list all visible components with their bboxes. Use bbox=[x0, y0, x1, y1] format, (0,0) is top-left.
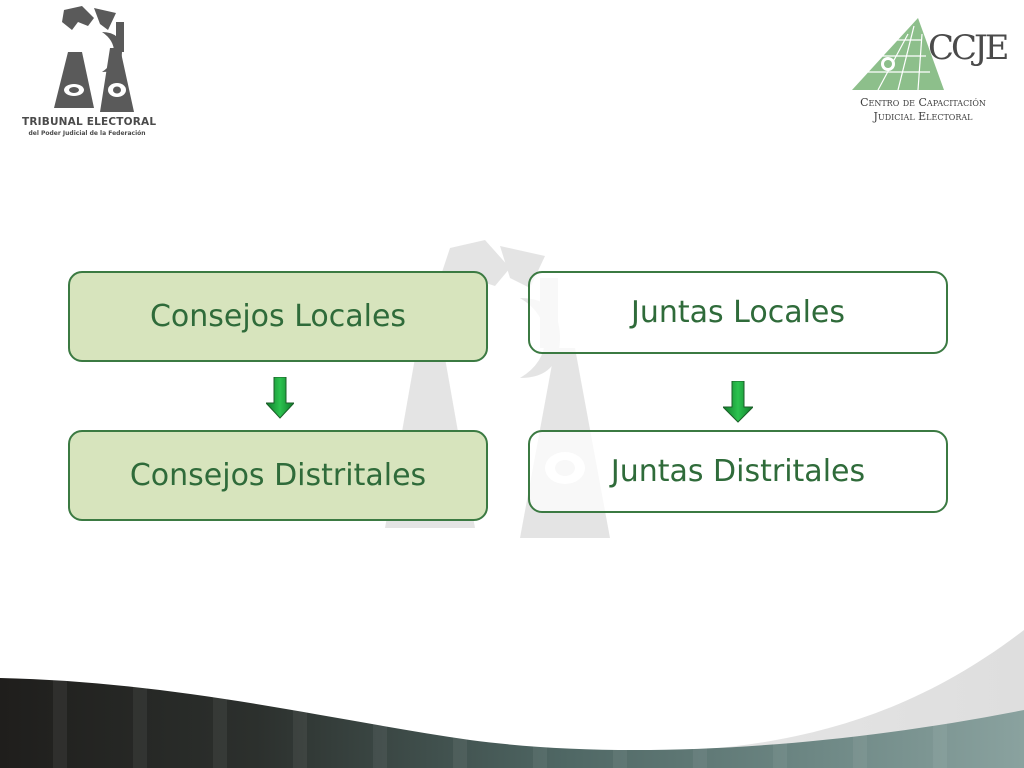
node-consejos-locales: Consejos Locales bbox=[68, 271, 488, 362]
node-consejos-distritales: Consejos Distritales bbox=[68, 430, 488, 521]
node-label: Consejos Locales bbox=[149, 299, 407, 334]
footer-decoration bbox=[0, 630, 1024, 768]
ccje-acronym: CCJE bbox=[928, 28, 1010, 68]
node-label: Juntas Locales bbox=[630, 295, 846, 330]
node-juntas-locales: Juntas Locales bbox=[528, 271, 948, 354]
tribunal-subtitle: del Poder Judicial de la Federación bbox=[28, 130, 146, 137]
tribunal-name: TRIBUNAL ELECTORAL bbox=[22, 116, 157, 128]
arrow-down-icon bbox=[266, 377, 294, 419]
node-label: Juntas Distritales bbox=[610, 454, 866, 489]
building-emblem-icon bbox=[852, 18, 944, 91]
ccje-logo: CCJE Centro de Capacitación Judicial Ele… bbox=[836, 14, 1010, 126]
node-label: Consejos Distritales bbox=[129, 458, 427, 493]
tribunal-electoral-logo: TRIBUNAL ELECTORAL del Poder Judicial de… bbox=[22, 4, 157, 138]
ccje-name-line2: Judicial Electoral bbox=[873, 110, 973, 123]
ccje-name-line1: Centro de Capacitación bbox=[860, 96, 986, 109]
scales-emblem-icon bbox=[54, 6, 134, 112]
node-juntas-distritales: Juntas Distritales bbox=[528, 430, 948, 513]
arrow-down-icon bbox=[723, 381, 753, 423]
